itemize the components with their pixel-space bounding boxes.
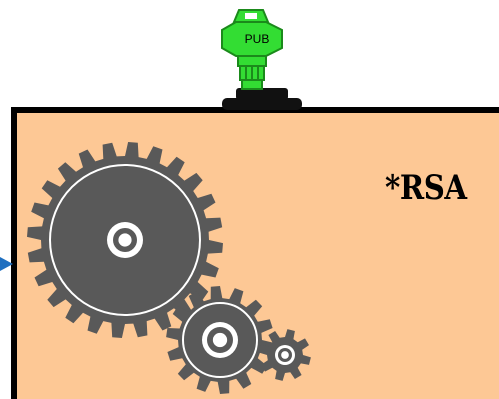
key-label: PUB xyxy=(226,32,288,46)
machine-label: *RSA xyxy=(385,168,467,208)
public-key-icon xyxy=(222,10,282,89)
